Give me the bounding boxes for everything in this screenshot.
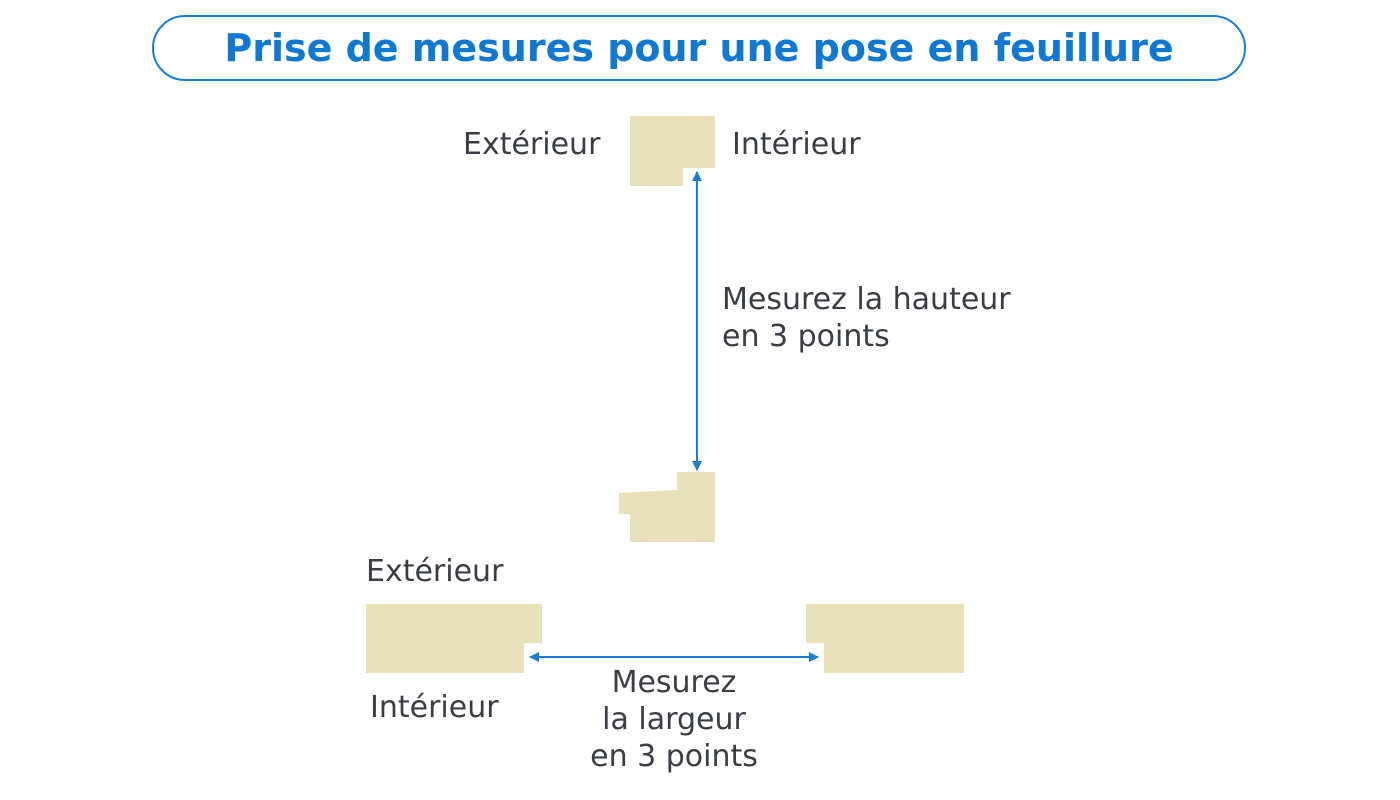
top-lintel-profile xyxy=(630,116,715,186)
height-instruction-line2: en 3 points xyxy=(722,319,890,354)
width-instruction-line3: en 3 points xyxy=(590,739,758,774)
top-exterior-label: Extérieur xyxy=(463,127,601,162)
title-banner: Prise de mesures pour une pose en feuill… xyxy=(152,15,1246,81)
right-jamb-profile xyxy=(806,604,964,673)
top-interior-label: Intérieur xyxy=(732,127,861,162)
bottom-sill-profile xyxy=(619,472,715,542)
width-instruction-line1: Mesurez xyxy=(611,665,737,700)
height-instruction-line1: Mesurez la hauteur xyxy=(722,282,1011,317)
width-instruction-line2: la largeur xyxy=(602,702,746,737)
bottom-exterior-label: Extérieur xyxy=(366,554,504,589)
left-jamb-profile xyxy=(366,604,542,673)
bottom-interior-label: Intérieur xyxy=(370,690,499,725)
page-title: Prise de mesures pour une pose en feuill… xyxy=(224,26,1174,70)
